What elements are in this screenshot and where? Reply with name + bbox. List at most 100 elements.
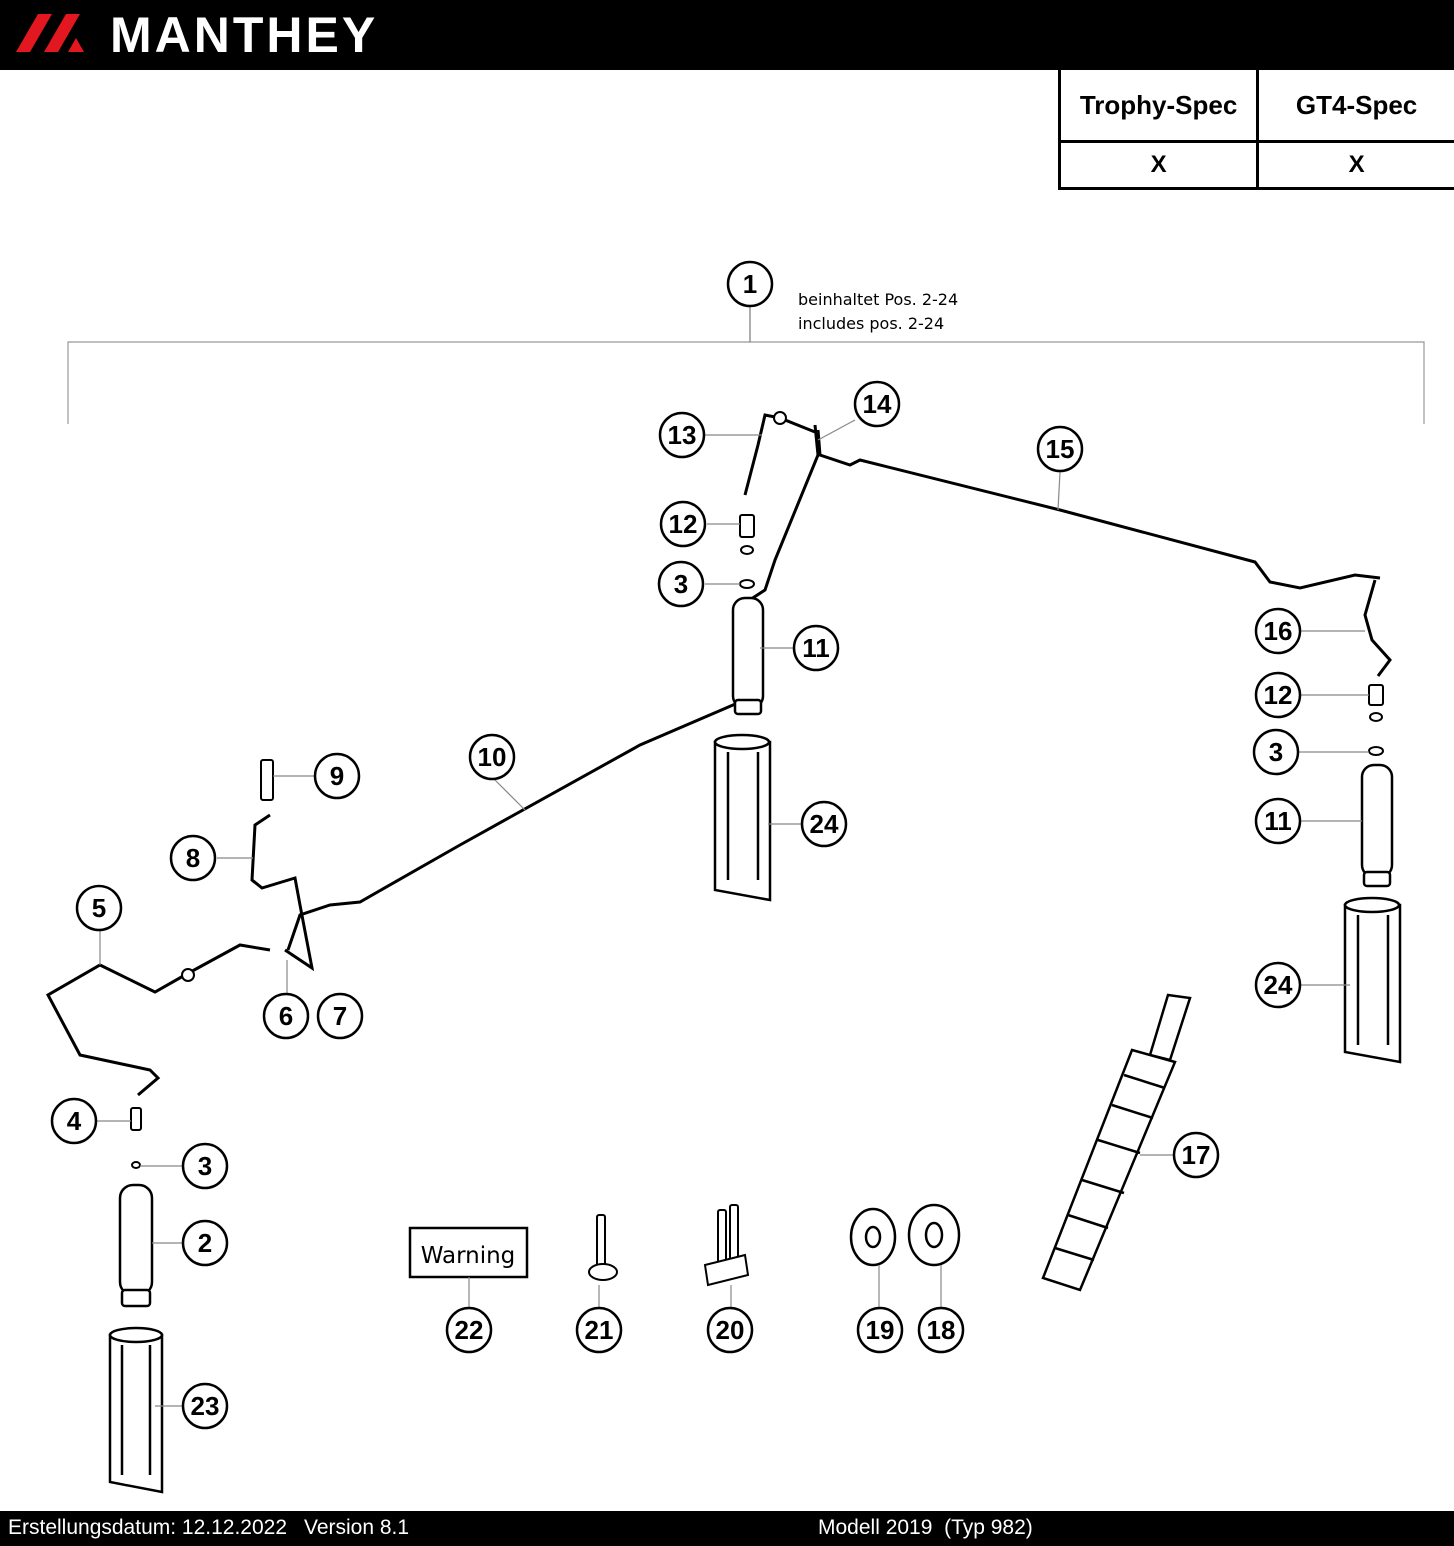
- callout-19: 19: [856, 1306, 904, 1354]
- fitting-9: [260, 759, 274, 801]
- callout-9: 9: [313, 752, 361, 800]
- callout-label: 11: [802, 633, 830, 663]
- callout-13: 13: [658, 411, 706, 459]
- pipe-14: [744, 424, 820, 605]
- callout-17: 17: [1172, 1131, 1220, 1179]
- header-bar: MANTHEY: [0, 0, 1454, 70]
- callout-5: 5: [75, 884, 123, 932]
- spec-value-gt4: X: [1256, 140, 1454, 190]
- callout-label: 3: [674, 569, 688, 599]
- callout-label: 6: [279, 1001, 293, 1031]
- note-de: beinhaltet Pos. 2-24: [798, 290, 958, 309]
- callout-label: 22: [455, 1315, 484, 1345]
- pipe-5: [45, 943, 271, 1097]
- footer-bar: Erstellungsdatum: 12.12.2022 Version 8.1…: [0, 1511, 1454, 1546]
- callout-11: 11: [792, 624, 840, 672]
- footer-version: Version 8.1: [304, 1516, 410, 1539]
- callout-label: 10: [478, 742, 507, 772]
- spec-table: Trophy-Spec GT4-Spec X X: [1057, 70, 1454, 190]
- callout-24: 24: [1254, 961, 1302, 1009]
- callout-12: 12: [1254, 671, 1302, 719]
- group-bracket: [67, 341, 1425, 424]
- callout-label: 11: [1264, 806, 1292, 836]
- spec-header-trophy: Trophy-Spec: [1057, 70, 1260, 143]
- callout-24: 24: [800, 800, 848, 848]
- callout-15: 15: [1036, 425, 1084, 473]
- callout-10: 10: [468, 733, 516, 781]
- callout-2: 2: [181, 1219, 229, 1267]
- callout-label: 3: [1269, 737, 1283, 767]
- callout-20: 20: [706, 1306, 754, 1354]
- callout-8: 8: [169, 834, 217, 882]
- callout-label: 19: [866, 1315, 895, 1345]
- fitting-4: [130, 1107, 142, 1131]
- callout-label: 8: [186, 843, 200, 873]
- callout-label: 5: [92, 893, 106, 923]
- manthey-logo-mark: [16, 14, 84, 52]
- accumulator-2: [118, 1183, 154, 1308]
- footer-model: Modell 2019 (Typ 982): [818, 1516, 1033, 1539]
- warning-label-22: [408, 1226, 529, 1279]
- callout-18: 18: [917, 1306, 965, 1354]
- callout-label: 24: [810, 809, 839, 839]
- spec-header-gt4: GT4-Spec: [1256, 70, 1454, 143]
- callout-label: 12: [1264, 680, 1293, 710]
- callout-label: 15: [1046, 434, 1075, 464]
- callout-label: 9: [330, 761, 344, 791]
- clip-20: [703, 1204, 750, 1287]
- callout-3: 3: [1252, 728, 1300, 776]
- callout-11: 11: [1254, 797, 1302, 845]
- callout-label: 13: [668, 420, 697, 450]
- callout-label: 3: [198, 1151, 212, 1181]
- parts-diagram: Warning beinhaltet Pos. 2-24 includes po…: [45, 260, 1425, 1494]
- note-en: includes pos. 2-24: [798, 314, 944, 333]
- callout-label: 1: [743, 269, 757, 299]
- banjo-12-right: [1368, 684, 1384, 706]
- callout-label: 20: [716, 1315, 745, 1345]
- callout-23: 23: [181, 1382, 229, 1430]
- seal-3-right: [1368, 746, 1384, 756]
- callout-label: 16: [1264, 616, 1293, 646]
- callout-label: 18: [927, 1315, 956, 1345]
- banjo-12-top: [739, 514, 755, 538]
- holder-23: [108, 1326, 164, 1494]
- clip-21: [588, 1214, 618, 1281]
- callout-6: 6: [262, 992, 310, 1040]
- accumulator-11-top: [731, 596, 765, 716]
- callout-7: 7: [316, 992, 364, 1040]
- callout-21: 21: [575, 1306, 623, 1354]
- callout-label: 7: [333, 1001, 347, 1031]
- callout-16: 16: [1254, 607, 1302, 655]
- seal-3-left: [131, 1161, 141, 1169]
- tool-17: [1041, 993, 1192, 1292]
- warning-text: Warning: [421, 1243, 516, 1269]
- seal-3-top: [739, 579, 755, 589]
- callout-22: 22: [445, 1306, 493, 1354]
- callout-12: 12: [659, 500, 707, 548]
- pipe-8: [250, 813, 315, 972]
- callout-label: 24: [1264, 970, 1293, 1000]
- accumulator-11-right: [1360, 763, 1394, 888]
- callout-4: 4: [50, 1097, 98, 1145]
- pipe-13: [743, 413, 816, 496]
- callout-label: 2: [198, 1228, 212, 1258]
- callout-label: 4: [67, 1106, 82, 1136]
- brand-name: MANTHEY: [110, 7, 379, 63]
- holder-24-right: [1343, 896, 1402, 1064]
- callout-label: 17: [1182, 1140, 1211, 1170]
- callout-1: 1: [726, 260, 774, 308]
- pipe-10: [286, 700, 741, 951]
- holder-24-middle: [713, 733, 772, 902]
- pipe-15: [816, 429, 1381, 590]
- callout-3: 3: [657, 560, 705, 608]
- pipe-16: [1363, 579, 1392, 677]
- callout-label: 23: [191, 1391, 220, 1421]
- callout-3: 3: [181, 1142, 229, 1190]
- spec-value-trophy: X: [1057, 140, 1260, 190]
- footer-date: Erstellungsdatum: 12.12.2022: [8, 1516, 288, 1539]
- callout-label: 12: [669, 509, 698, 539]
- callout-14: 14: [853, 380, 901, 428]
- callout-label: 14: [863, 389, 892, 419]
- callout-label: 21: [585, 1315, 614, 1345]
